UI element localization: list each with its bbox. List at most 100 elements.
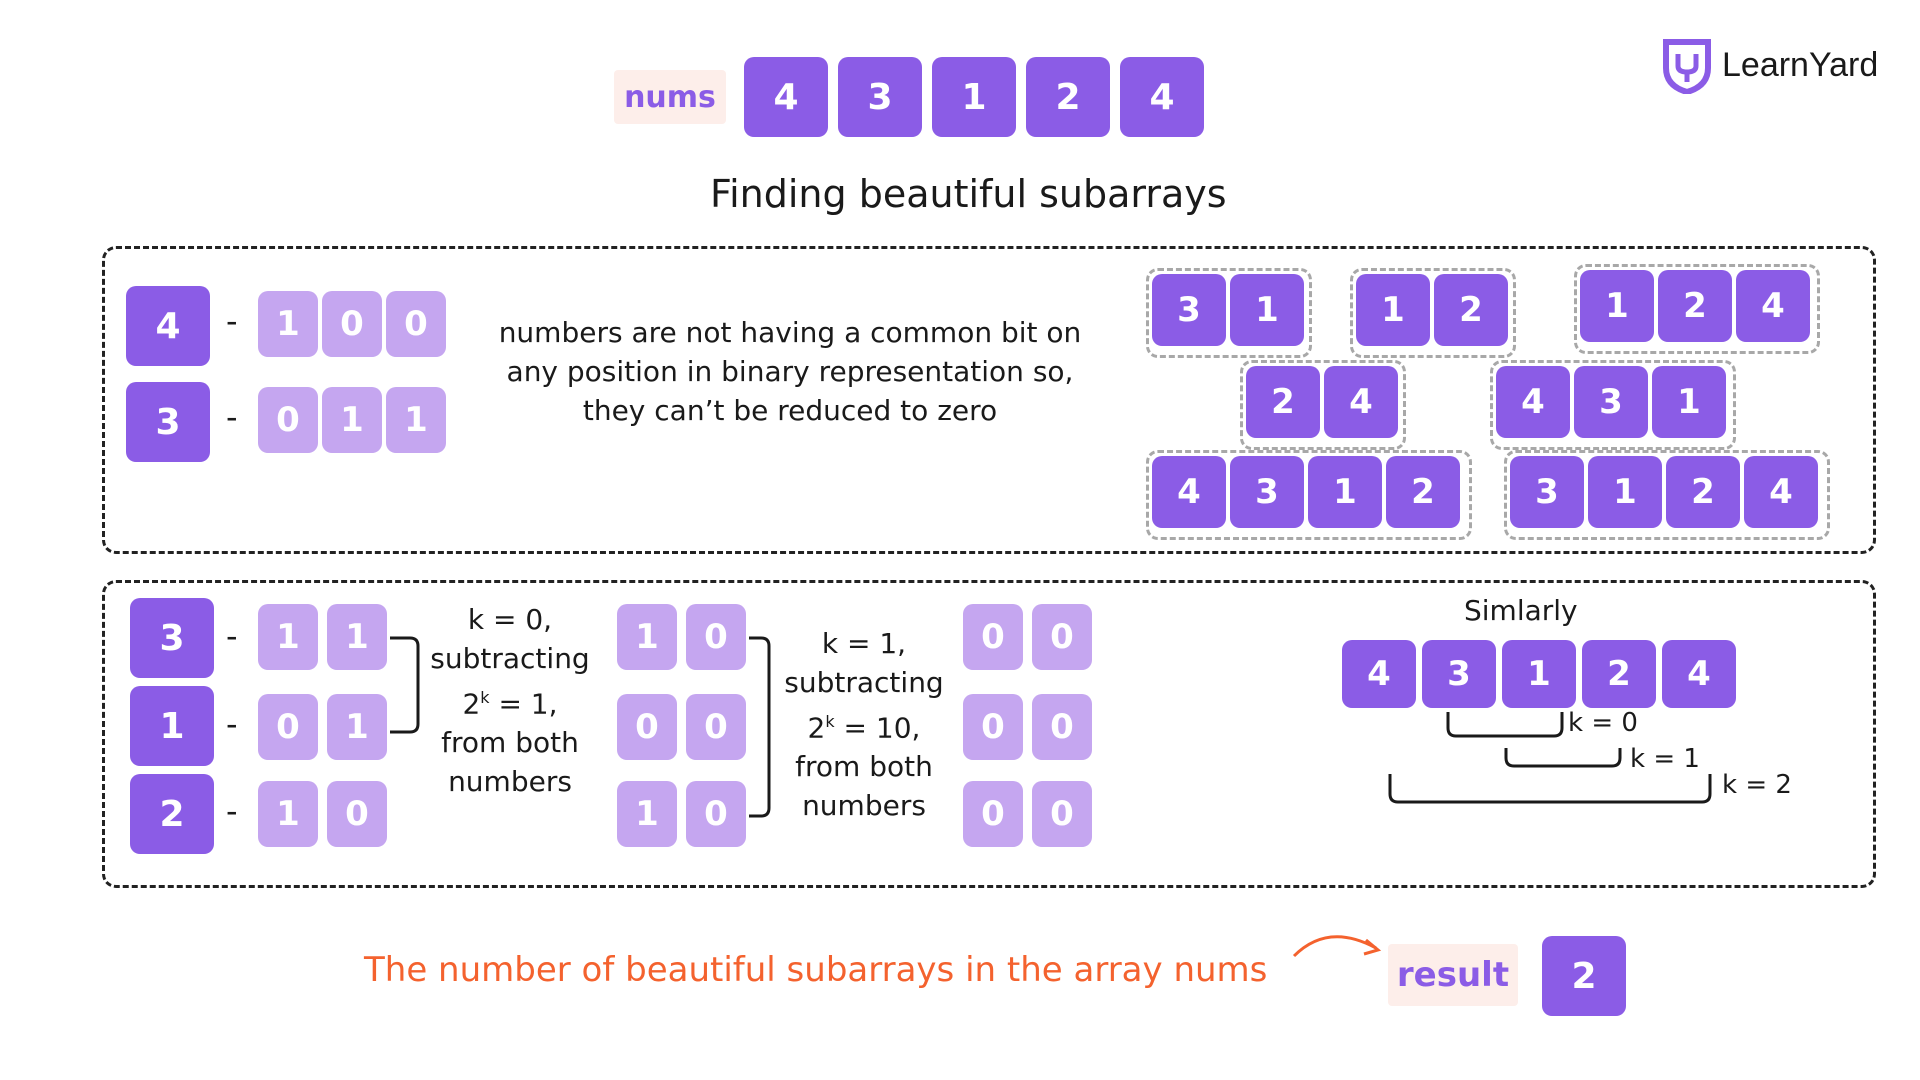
group-cell: 3 — [1510, 456, 1584, 528]
bit-cell: 1 — [617, 604, 677, 670]
group-cell: 3 — [1152, 274, 1226, 346]
array-cell: 4 — [1342, 640, 1416, 708]
example-box-reduction — [102, 580, 1876, 888]
dash: - — [226, 792, 238, 830]
similarly-label: Simlarly — [1464, 594, 1578, 627]
bit-cell: 0 — [686, 781, 746, 847]
bit-cell: 0 — [686, 694, 746, 760]
bit-cell: 0 — [686, 604, 746, 670]
nums-cell: 4 — [1120, 57, 1204, 137]
note-base: 2 — [807, 711, 826, 745]
note-base: 2 — [462, 687, 481, 721]
group-cell: 1 — [1588, 456, 1662, 528]
bit-cell: 0 — [963, 781, 1023, 847]
bit-cell: 0 — [1032, 604, 1092, 670]
bit-cell: 1 — [258, 604, 318, 670]
subarray-group — [1504, 450, 1830, 540]
result-label: result — [1388, 944, 1518, 1006]
group-cell: 1 — [1652, 366, 1726, 438]
group-cell: 1 — [1308, 456, 1382, 528]
subarray-group — [1240, 360, 1406, 450]
bit-cell: 0 — [327, 781, 387, 847]
explanation-line: numbers are not having a common bit on — [498, 316, 1082, 349]
note-line: subtracting — [430, 642, 590, 675]
result-value: 2 — [1542, 936, 1626, 1016]
subarray-group — [1146, 450, 1472, 540]
subarray-group — [1574, 264, 1820, 354]
group-cell: 2 — [1386, 456, 1460, 528]
group-cell: 1 — [1230, 274, 1304, 346]
group-cell: 4 — [1496, 366, 1570, 438]
note-line: numbers — [802, 789, 926, 823]
example-box-no-common-bits — [102, 246, 1876, 554]
note-line: k = 0, — [467, 603, 553, 636]
bit-cell: 0 — [322, 291, 382, 357]
bit-cell: 1 — [327, 604, 387, 670]
explanation-line: any position in binary representation so… — [506, 355, 1074, 388]
dash: - — [226, 302, 238, 340]
nums-cell: 4 — [744, 57, 828, 137]
note-sup: k — [825, 712, 835, 731]
brand-logo: LearnYard — [1662, 38, 1902, 98]
k-label: k = 1 — [1630, 744, 1700, 774]
bit-cell: 1 — [258, 781, 318, 847]
bit-cell: 0 — [258, 387, 318, 453]
nums-label: nums — [614, 70, 726, 124]
note-line: numbers — [448, 765, 572, 799]
bit-cell: 1 — [322, 387, 382, 453]
group-cell: 1 — [1580, 270, 1654, 342]
bit-cell: 1 — [617, 781, 677, 847]
note-step1: k = 0, subtracting 2k = 1, from both num… — [420, 600, 600, 801]
group-cell: 3 — [1230, 456, 1304, 528]
nums-cell: 3 — [838, 57, 922, 137]
bit-cell: 0 — [1032, 694, 1092, 760]
group-cell: 4 — [1736, 270, 1810, 342]
bracket-step1 — [390, 636, 420, 734]
bit-cell: 0 — [617, 694, 677, 760]
bit-cell: 0 — [1032, 781, 1092, 847]
result-statement: The number of beautiful subarrays in the… — [364, 950, 1268, 990]
value-cell: 1 — [130, 686, 214, 766]
note-rest: = 1, — [489, 687, 558, 721]
note-line: 2k = 10, — [774, 702, 954, 747]
array-cell: 1 — [1502, 640, 1576, 708]
dash: - — [226, 617, 238, 655]
group-cell: 3 — [1574, 366, 1648, 438]
group-cell: 2 — [1434, 274, 1508, 346]
group-cell: 1 — [1356, 274, 1430, 346]
array-cell: 2 — [1582, 640, 1656, 708]
group-cell: 4 — [1744, 456, 1818, 528]
bit-cell: 1 — [327, 694, 387, 760]
bit-cell: 1 — [258, 291, 318, 357]
group-cell: 4 — [1324, 366, 1398, 438]
note-line: 2k = 1, — [420, 678, 600, 723]
subarray-group — [1146, 268, 1312, 358]
nums-cell: 1 — [932, 57, 1016, 137]
value-cell: 3 — [130, 598, 214, 678]
bit-cell: 1 — [386, 387, 446, 453]
subarray-brackets — [1388, 712, 1712, 804]
k-label: k = 0 — [1568, 708, 1638, 738]
subarray-group — [1350, 268, 1516, 358]
brand-name: LearnYard — [1722, 46, 1879, 84]
curved-arrow-icon — [1292, 935, 1382, 958]
bracket-step2 — [749, 636, 771, 818]
page-title: Finding beautiful subarrays — [710, 172, 1227, 216]
note-sup: k — [480, 688, 490, 707]
group-cell: 4 — [1152, 456, 1226, 528]
note-step2: k = 1, subtracting 2k = 10, from both nu… — [774, 624, 954, 825]
note-line: subtracting — [784, 666, 944, 699]
note-rest: = 10, — [834, 711, 921, 745]
dash: - — [226, 398, 238, 436]
value-cell: 3 — [126, 382, 210, 462]
value-cell: 2 — [130, 774, 214, 854]
dash: - — [226, 705, 238, 743]
shield-logo-icon — [1663, 39, 1711, 94]
group-cell: 2 — [1658, 270, 1732, 342]
array-cell: 3 — [1422, 640, 1496, 708]
explanation-text: numbers are not having a common bit on a… — [470, 313, 1110, 430]
note-line: k = 1, — [821, 627, 907, 660]
array-cell: 4 — [1662, 640, 1736, 708]
bit-cell: 0 — [258, 694, 318, 760]
note-line: from both — [795, 750, 933, 784]
